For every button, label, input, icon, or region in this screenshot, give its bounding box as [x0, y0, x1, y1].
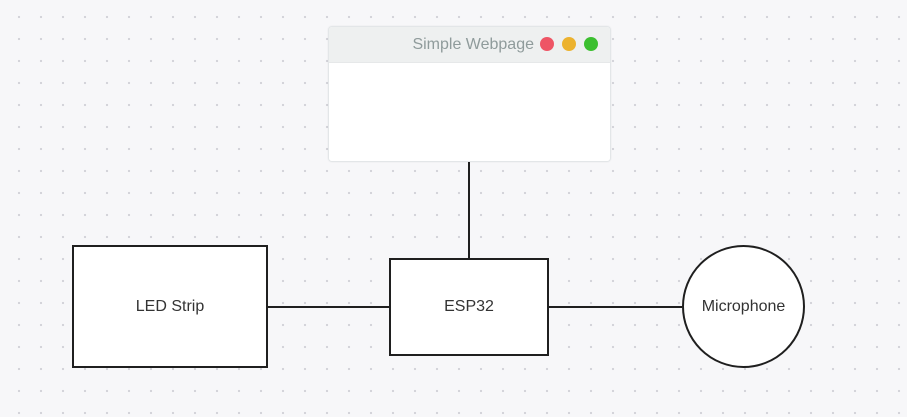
maximize-dot-icon[interactable] — [584, 37, 598, 51]
led-strip-node[interactable]: LED Strip — [72, 245, 268, 368]
simple-webpage-window[interactable]: Simple Webpage — [328, 26, 611, 162]
window-title: Simple Webpage — [412, 36, 534, 53]
window-titlebar[interactable]: Simple Webpage — [329, 27, 610, 63]
esp32-node[interactable]: ESP32 — [389, 258, 549, 356]
close-dot-icon[interactable] — [540, 37, 554, 51]
minimize-dot-icon[interactable] — [562, 37, 576, 51]
microphone-node[interactable]: Microphone — [682, 245, 805, 368]
window-body — [329, 63, 610, 161]
led-strip-label: LED Strip — [135, 297, 205, 315]
microphone-label: Microphone — [701, 297, 786, 315]
esp32-label: ESP32 — [444, 298, 494, 315]
